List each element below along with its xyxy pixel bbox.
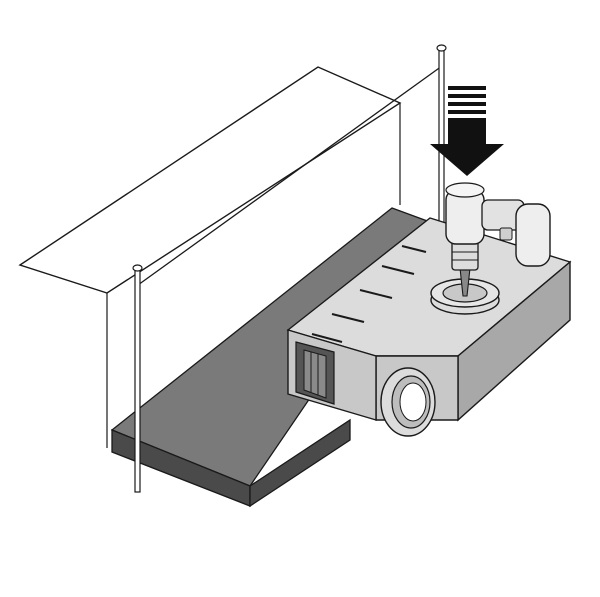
string-line bbox=[137, 65, 443, 286]
hanging-sheet bbox=[18, 66, 402, 448]
dash-mark bbox=[311, 333, 343, 343]
arrow-head bbox=[430, 144, 504, 176]
arrow-speed-line bbox=[448, 86, 486, 90]
stake-left-cap bbox=[132, 264, 143, 272]
outlet-hole bbox=[399, 382, 427, 422]
box-inlet-inner bbox=[303, 349, 327, 399]
dash-mark bbox=[359, 289, 393, 299]
down-arrow-icon bbox=[430, 86, 504, 176]
drill-body bbox=[445, 189, 485, 245]
slab-right-face bbox=[249, 418, 351, 508]
duct-box-icon bbox=[286, 217, 572, 437]
dash-mark bbox=[381, 265, 415, 275]
dash-mark bbox=[401, 245, 427, 253]
arrow-speed-line bbox=[448, 110, 486, 114]
stake-left bbox=[134, 267, 141, 493]
arrow-shaft bbox=[448, 118, 486, 144]
drill-battery bbox=[515, 203, 551, 267]
stake-right bbox=[438, 47, 445, 231]
string-line-icon bbox=[137, 65, 443, 286]
stake-right-cap bbox=[436, 44, 447, 52]
drill-body-top bbox=[445, 182, 485, 198]
dash-mark bbox=[331, 313, 365, 323]
arrow-speed-line bbox=[448, 94, 486, 98]
box-dash-marks bbox=[311, 245, 427, 343]
arrow-speed-line bbox=[448, 102, 486, 106]
drill-icon bbox=[445, 182, 551, 297]
stake-icon bbox=[132, 44, 447, 493]
drill-trigger bbox=[499, 227, 513, 241]
